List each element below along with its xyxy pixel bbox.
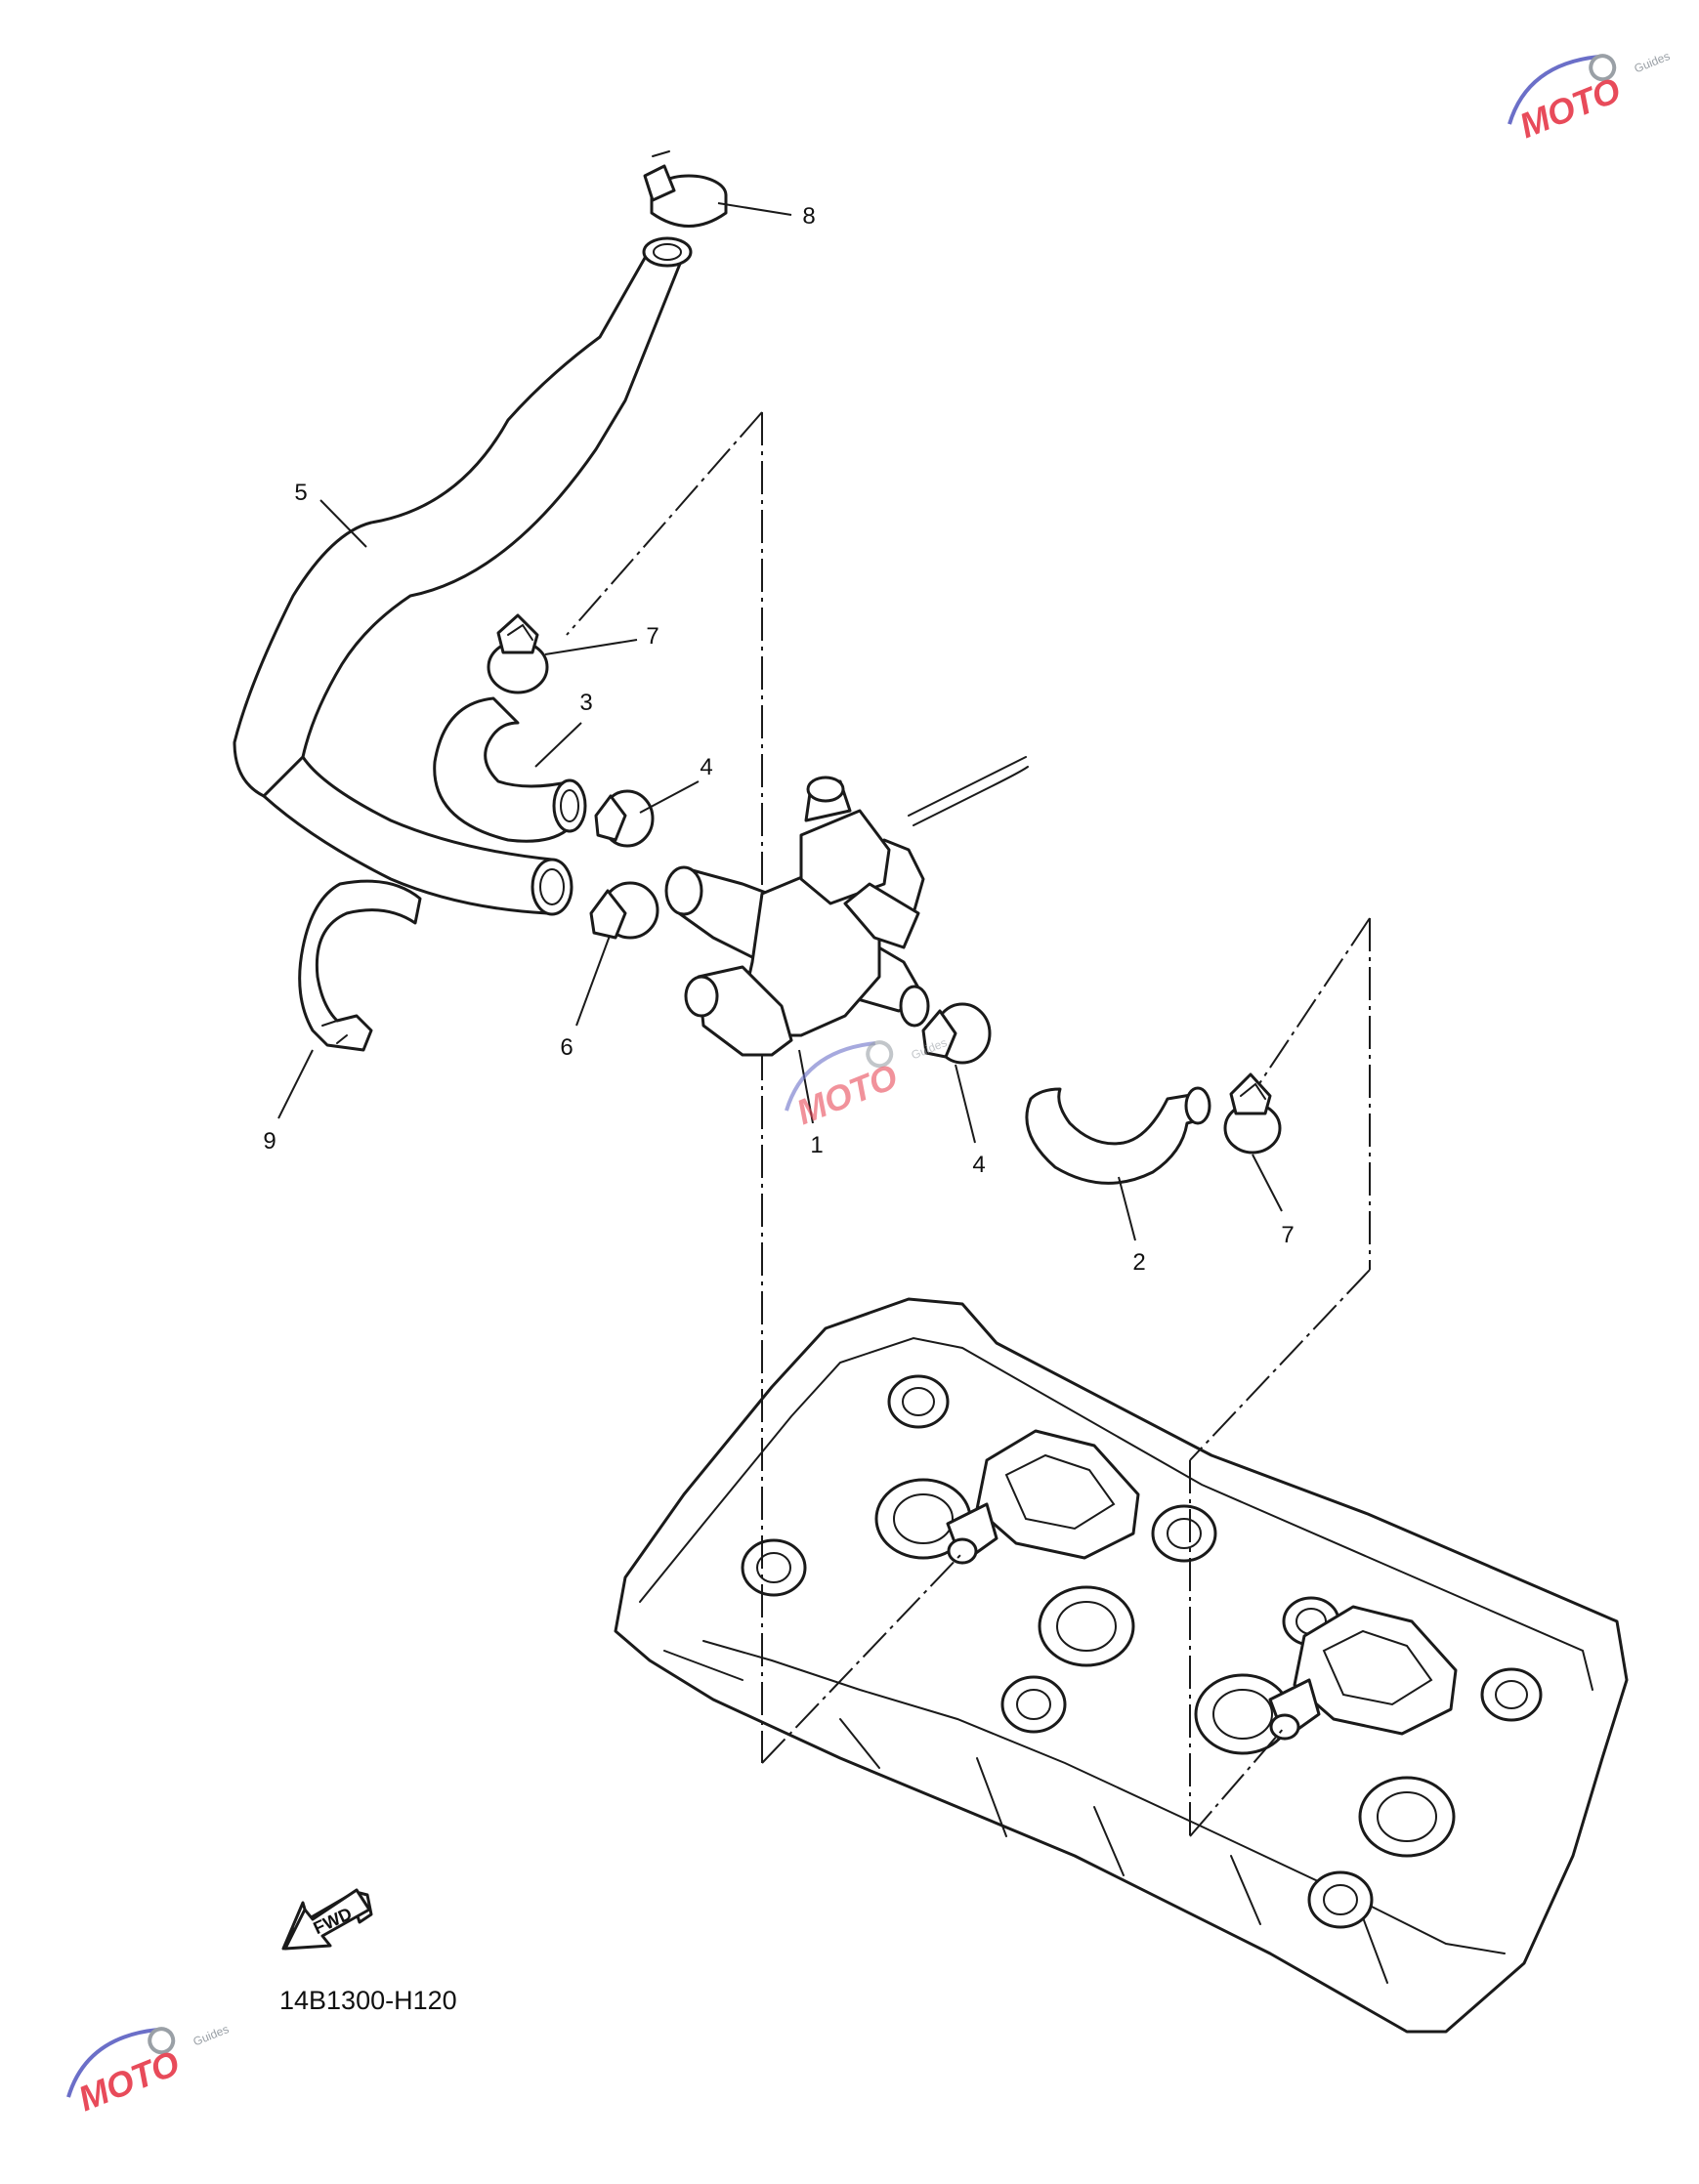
- callout-7-right: 7: [1281, 1222, 1294, 1248]
- spark-plug-hole: [1038, 1585, 1135, 1667]
- reed-valve-cover: [946, 1429, 1140, 1565]
- bolt-boss: [1480, 1667, 1543, 1722]
- callout-4-upper: 4: [700, 754, 712, 780]
- bolt-boss: [1307, 1870, 1374, 1929]
- hose-clamp-7-upper: [487, 613, 549, 694]
- bolt-boss: [887, 1374, 950, 1429]
- reed-valve-cover: [1268, 1605, 1458, 1741]
- svg-text:MOTO: MOTO: [790, 1056, 903, 1132]
- air-cut-off-valve-1: [664, 756, 1029, 1057]
- assembly-lines: [566, 411, 1371, 1837]
- callout-8: 8: [802, 203, 815, 230]
- watermark-logo-bottom: MOTO Guides: [66, 2022, 232, 2119]
- hose-clamp-6: [589, 881, 659, 940]
- bolt-boss: [1000, 1675, 1067, 1734]
- callout-2: 2: [1132, 1249, 1145, 1276]
- watermark-logo-top: MOTO Guides: [1508, 49, 1673, 146]
- bolt-boss: [1151, 1504, 1217, 1563]
- spark-plug-hole: [1358, 1776, 1456, 1858]
- callout-7-upper: 7: [646, 623, 658, 650]
- callout-5: 5: [294, 480, 307, 506]
- callout-1: 1: [810, 1132, 823, 1158]
- cylinder-head-cover: [614, 1297, 1629, 2034]
- callouts: 8 5 7 3 4 6 9 1 4 7 2: [263, 203, 1294, 1276]
- air-hose-5: [233, 236, 693, 798]
- svg-text:MOTO: MOTO: [1513, 69, 1626, 146]
- callout-4-right: 4: [972, 1152, 985, 1178]
- fwd-arrow-icon: FWD: [281, 1888, 373, 1951]
- bolt-boss: [741, 1538, 807, 1597]
- svg-text:Guides: Guides: [191, 2022, 232, 2048]
- callout-9: 9: [263, 1128, 276, 1155]
- hose-bracket-9: [298, 879, 422, 1052]
- svg-text:MOTO: MOTO: [72, 2042, 185, 2119]
- air-hose-3: [433, 696, 587, 843]
- air-hose-2: [1025, 1086, 1211, 1185]
- drawing-code: 14B1300-H120: [279, 1986, 457, 2015]
- air-hose-5-branch: [262, 755, 573, 916]
- callout-leaders: [277, 202, 1283, 1241]
- callout-3: 3: [579, 690, 592, 716]
- svg-text:Guides: Guides: [1633, 49, 1673, 75]
- hose-clamp-4-upper: [594, 789, 655, 848]
- hose-clamp-4-right: [921, 1002, 992, 1065]
- hose-clamp-8: [643, 150, 728, 228]
- hose-clamp-7-right: [1223, 1072, 1282, 1155]
- callout-6: 6: [560, 1034, 573, 1061]
